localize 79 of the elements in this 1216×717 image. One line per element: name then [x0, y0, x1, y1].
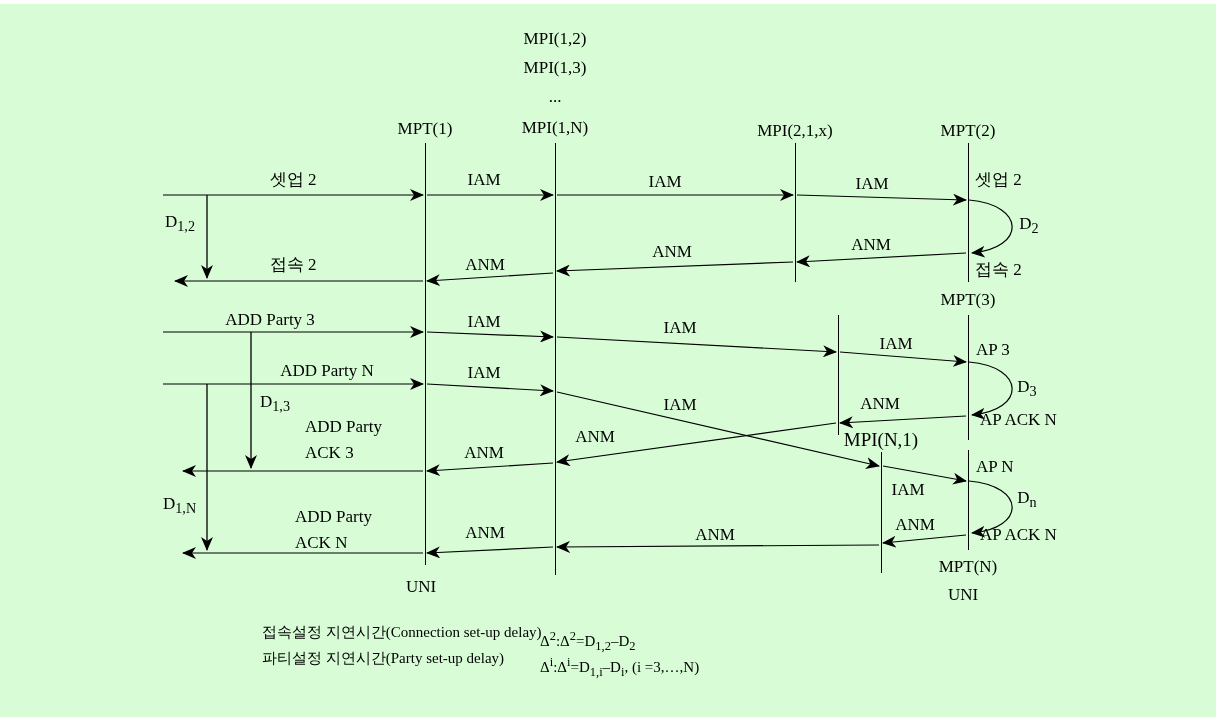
annotation-text: AP 3 [976, 340, 1010, 360]
lifeline-label: MPT(N) [937, 557, 999, 577]
edge-label: D$_{2}$ [1019, 213, 1039, 239]
note-text: 파티설정 지연시간(Party set-up delay) [262, 649, 505, 668]
lifeline-label: MPI(1,N) [520, 118, 590, 138]
edge-label: D$_{3}$ [1017, 376, 1037, 402]
note-text: Δ$^{i}$:Δ$^{i}$=D$_{1,i}$–D$_{i}$, (i =3,…,N) [540, 654, 700, 681]
arrow [882, 465, 967, 485]
edge-label: IAM [663, 318, 697, 338]
note-text: 접속설정 지연시간(Connection set-up delay) [262, 623, 542, 640]
edge-label: ANM [860, 394, 900, 414]
edge-label: ANM [851, 235, 891, 255]
arrow [796, 252, 967, 268]
delay-label: D$_{1,2}$ [165, 212, 195, 237]
arrow [556, 189, 794, 201]
arrow [556, 422, 837, 467]
edge-label: ADD Party ACK N [295, 506, 373, 554]
edge-label: IAM [467, 363, 501, 383]
edge-label: IAM [467, 312, 501, 332]
arrow [556, 391, 880, 469]
delay-label: D$_{1,3}$ [260, 392, 290, 417]
arrow [839, 415, 967, 429]
arrow [426, 383, 554, 397]
annotation-text: AP ACK N [980, 525, 1057, 545]
arrow [162, 326, 424, 338]
edge-label: 셋업 2 [269, 170, 317, 190]
lifeline-label: ... [547, 87, 563, 107]
annotation-text: AP N [976, 457, 1014, 477]
delay-label: D$_{1,N}$ [163, 494, 197, 519]
edge-label: ANM [465, 523, 505, 543]
note-text: Δ$^{2}$:Δ$^{2}$=D$_{1,2}$–D$_{2}$ [540, 629, 636, 655]
lifeline-label: MPI(1,3) [522, 58, 588, 78]
arrow [174, 275, 424, 287]
edge-label: IAM [648, 172, 682, 192]
edge-label: IAM [879, 334, 913, 354]
lifeline-label: MPI(2,1,x) [756, 121, 834, 141]
edge-label: IAM [467, 170, 501, 190]
edge-label: ADD Party 3 [225, 310, 315, 330]
arrow [968, 480, 1013, 537]
edge-label: ANM [465, 255, 505, 275]
arrow [426, 546, 554, 559]
arrow [182, 547, 424, 559]
edge-label: 접속 2 [269, 255, 317, 275]
arrow [162, 378, 424, 390]
arrow [556, 540, 880, 553]
arrow [796, 193, 967, 206]
annotation-text: AP ACK N [980, 410, 1057, 430]
arrow [882, 534, 967, 548]
arrow [182, 465, 424, 477]
arrow [426, 272, 554, 287]
lifeline-label: MPT(2) [939, 121, 997, 141]
edge-label: D$_{n}$ [1017, 487, 1037, 513]
edge-label: ANM [575, 427, 615, 447]
annotation-text: 셋업 2 [975, 170, 1022, 190]
edge-label: ADD Party N [280, 361, 374, 381]
arrow [968, 199, 1013, 257]
arrow [556, 336, 837, 358]
edge-label: IAM [855, 174, 889, 194]
edge-label: ANM [652, 242, 692, 262]
arrow [839, 351, 967, 367]
arrow [426, 462, 554, 477]
arrow [556, 261, 794, 277]
edge-label: IAM [891, 480, 925, 500]
edge-label: ANM [695, 525, 735, 545]
annotation-text: UNI [948, 585, 979, 605]
edge-label: ADD Party ACK 3 [305, 416, 383, 464]
arrow [162, 189, 424, 201]
arrow [426, 189, 554, 201]
annotation-text: UNI [406, 577, 437, 597]
arrow [968, 361, 1013, 419]
annotation-text: 접속 2 [975, 260, 1022, 280]
arrow [426, 330, 554, 343]
lifeline-label: MPT(1) [396, 119, 454, 139]
lifeline-label: MPT(3) [939, 290, 997, 310]
lifeline-label: MPI(N,1) [842, 430, 920, 450]
edge-label: IAM [663, 395, 697, 415]
edge-label: ANM [464, 443, 504, 463]
lifeline-label: MPI(1,2) [522, 29, 588, 49]
edge-label: ANM [895, 515, 935, 535]
